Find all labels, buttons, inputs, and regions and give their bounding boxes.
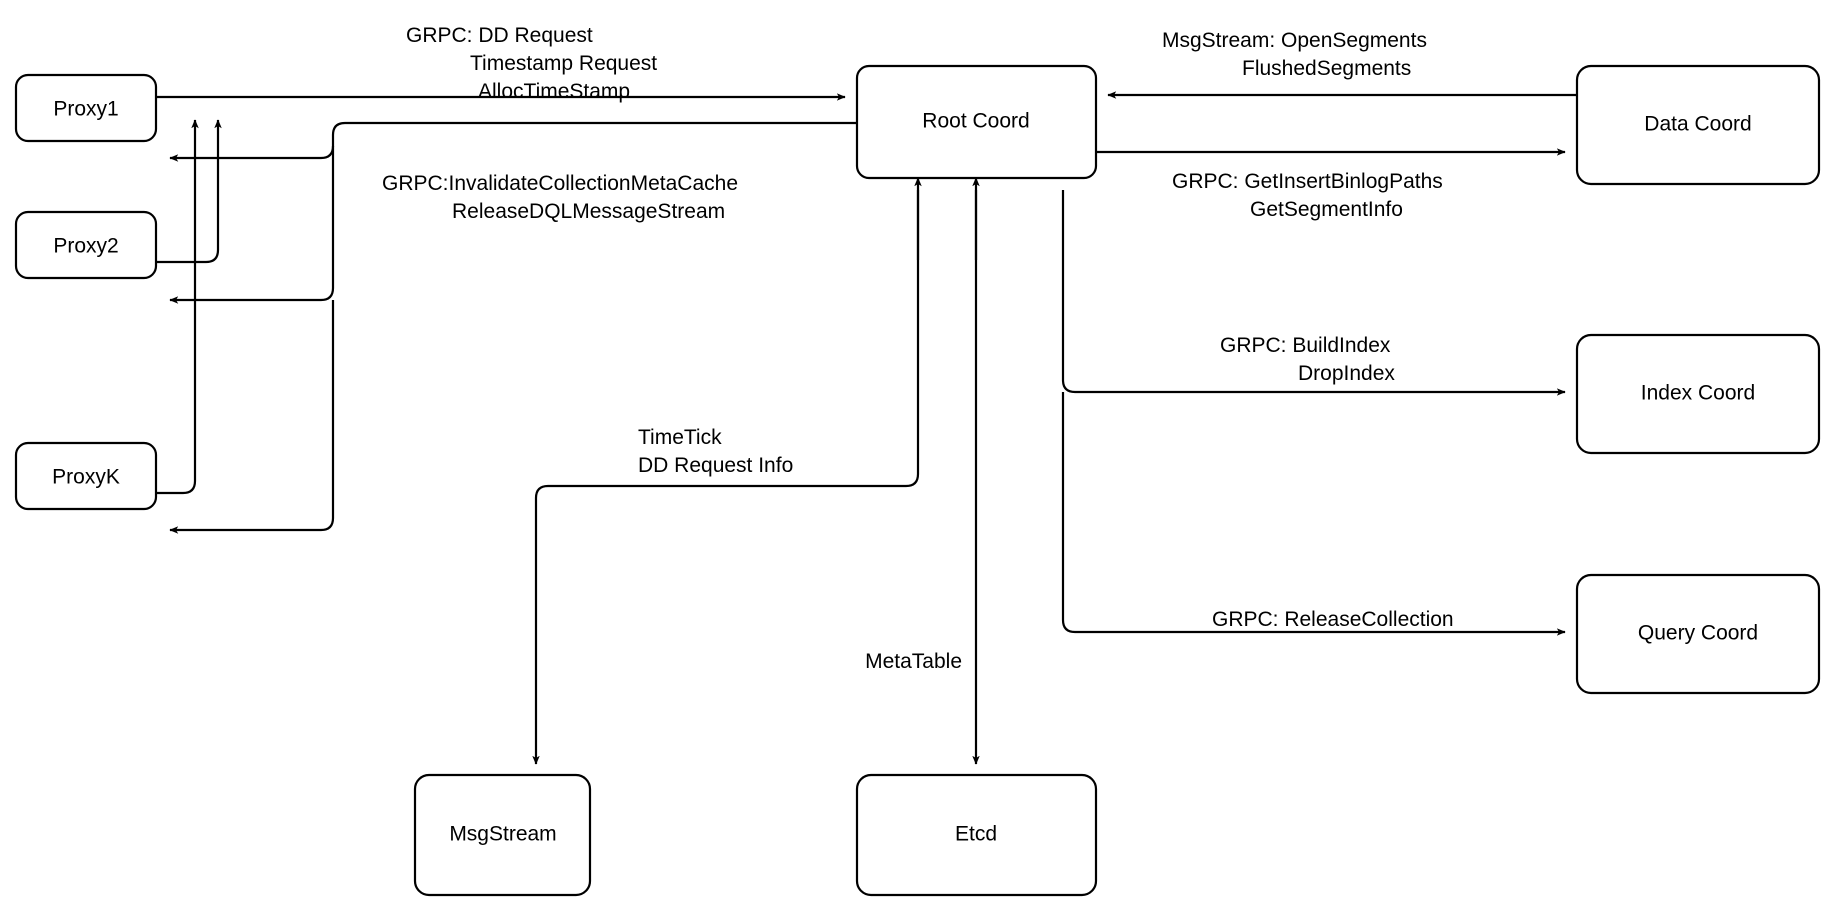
edge-rootcoord-to-indexcoord bbox=[1061, 190, 1566, 396]
node-proxy2[interactable]: Proxy2 bbox=[14, 210, 158, 280]
label-rootcoord-to-indexcoord-line2: DropIndex bbox=[1298, 362, 1395, 385]
node-rootcoord[interactable]: Root Coord bbox=[855, 64, 1098, 180]
label-datacoord-to-rootcoord: MsgStream: OpenSegments FlushedSegments bbox=[1162, 29, 1427, 80]
label-datacoord-to-rootcoord-line2: FlushedSegments bbox=[1242, 57, 1411, 80]
label-proxy-to-rootcoord-line1: GRPC: DD Request bbox=[406, 24, 593, 47]
node-etcd-label: Etcd bbox=[955, 823, 997, 846]
label-rootcoord-to-proxy-line1: GRPC:InvalidateCollectionMetaCache bbox=[382, 172, 738, 195]
node-proxy1[interactable]: Proxy1 bbox=[14, 73, 158, 143]
node-querycoord[interactable]: Query Coord bbox=[1575, 573, 1821, 695]
node-datacoord-box[interactable] bbox=[1575, 64, 1821, 186]
edge-rootcoord-to-msgstream bbox=[532, 190, 920, 765]
edge-rootcoord-to-proxy1-line bbox=[169, 121, 1096, 162]
node-proxyk[interactable]: ProxyK bbox=[14, 441, 158, 511]
edge-proxyk-to-uplink-line bbox=[156, 119, 199, 495]
label-rootcoord-to-datacoord-line1: GRPC: GetInsertBinlogPaths bbox=[1172, 170, 1443, 193]
label-proxy-to-rootcoord: GRPC: DD Request Timestamp Request Alloc… bbox=[406, 24, 657, 103]
label-rootcoord-to-etcd: MetaTable bbox=[865, 650, 962, 673]
edge-rootcoord-to-proxyk bbox=[169, 300, 335, 534]
node-proxy1-box[interactable] bbox=[14, 73, 158, 143]
node-proxy2-box[interactable] bbox=[14, 210, 158, 280]
node-indexcoord[interactable]: Index Coord bbox=[1575, 333, 1821, 455]
label-rootcoord-to-indexcoord: GRPC: BuildIndex DropIndex bbox=[1220, 334, 1395, 385]
node-indexcoord-label: Index Coord bbox=[1641, 382, 1755, 405]
node-proxy1-label: Proxy1 bbox=[53, 98, 118, 121]
label-rootcoord-to-querycoord: GRPC: ReleaseCollection bbox=[1212, 608, 1454, 631]
label-proxy-to-rootcoord-line2: Timestamp Request bbox=[470, 52, 657, 75]
node-querycoord-label: Query Coord bbox=[1638, 622, 1758, 645]
node-msgstream[interactable]: MsgStream bbox=[413, 773, 592, 897]
node-msgstream-label: MsgStream bbox=[449, 823, 556, 846]
edge-rootcoord-to-indexcoord-line bbox=[1061, 190, 1566, 396]
edge-rootcoord-to-querycoord-line bbox=[1061, 392, 1566, 636]
node-datacoord-label: Data Coord bbox=[1644, 113, 1751, 136]
label-rootcoord-to-proxy: GRPC:InvalidateCollectionMetaCache Relea… bbox=[382, 172, 738, 223]
edge-rootcoord-to-querycoord bbox=[1061, 392, 1566, 636]
label-rootcoord-to-msgstream: TimeTick DD Request Info bbox=[638, 426, 793, 477]
label-rootcoord-to-msgstream-line1: TimeTick bbox=[638, 426, 722, 449]
label-rootcoord-to-querycoord-line1: GRPC: ReleaseCollection bbox=[1212, 608, 1454, 631]
edge-proxy2-to-uplink-line bbox=[156, 119, 222, 264]
node-proxyk-box[interactable] bbox=[14, 441, 158, 511]
node-proxy2-label: Proxy2 bbox=[53, 235, 118, 258]
edge-rootcoord-to-proxy1 bbox=[169, 121, 1096, 162]
node-etcd[interactable]: Etcd bbox=[855, 773, 1098, 897]
label-rootcoord-to-datacoord: GRPC: GetInsertBinlogPaths GetSegmentInf… bbox=[1172, 170, 1443, 221]
label-rootcoord-to-datacoord-line2: GetSegmentInfo bbox=[1250, 198, 1403, 221]
node-rootcoord-label: Root Coord bbox=[922, 110, 1029, 133]
label-rootcoord-to-etcd-line1: MetaTable bbox=[865, 650, 962, 673]
node-msgstream-box[interactable] bbox=[413, 773, 592, 897]
label-rootcoord-to-msgstream-line2: DD Request Info bbox=[638, 454, 793, 477]
label-rootcoord-to-proxy-line2: ReleaseDQLMessageStream bbox=[452, 200, 725, 223]
node-datacoord[interactable]: Data Coord bbox=[1575, 64, 1821, 186]
edge-rootcoord-to-proxyk-line bbox=[169, 300, 335, 534]
node-indexcoord-box[interactable] bbox=[1575, 333, 1821, 455]
edge-rootcoord-to-proxy2 bbox=[169, 146, 335, 304]
edge-rootcoord-to-proxy2-line bbox=[169, 146, 335, 304]
node-proxyk-label: ProxyK bbox=[52, 466, 120, 489]
label-proxy-to-rootcoord-line3: AllocTimeStamp bbox=[478, 80, 630, 103]
edge-proxyk-to-uplink bbox=[156, 119, 199, 495]
node-querycoord-box[interactable] bbox=[1575, 573, 1821, 695]
node-etcd-box[interactable] bbox=[855, 773, 1098, 897]
edge-proxy2-to-uplink bbox=[156, 119, 222, 264]
label-rootcoord-to-indexcoord-line1: GRPC: BuildIndex bbox=[1220, 334, 1391, 357]
edge-rootcoord-to-msgstream-line bbox=[532, 190, 920, 765]
label-datacoord-to-rootcoord-line1: MsgStream: OpenSegments bbox=[1162, 29, 1427, 52]
node-rootcoord-box[interactable] bbox=[855, 64, 1098, 180]
